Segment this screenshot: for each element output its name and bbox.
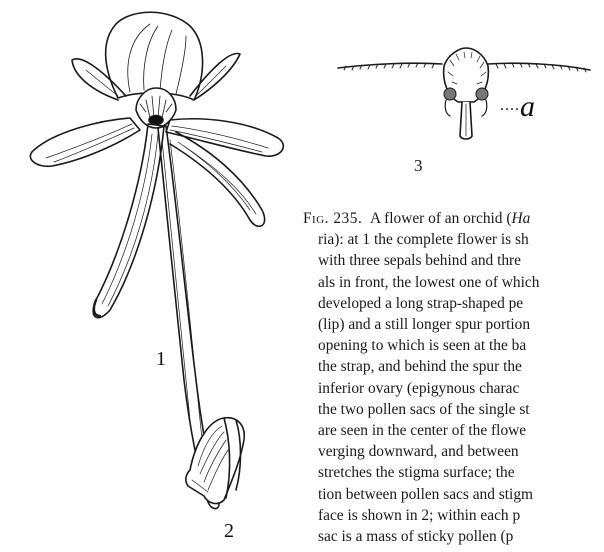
spur-opening (149, 116, 163, 125)
figure-label-2: 2 (224, 520, 234, 543)
caption-line-2: with three sepals behind and thre (303, 250, 604, 271)
caption-line-0: A flower of an orchid ( (370, 210, 511, 227)
caption-line-9: the two pollen sacs of the single st (303, 399, 604, 420)
lip (93, 124, 164, 318)
dorsal-sepal (106, 12, 203, 100)
caption-line-11: verging downward, and between (303, 441, 604, 462)
figure-caption: Fig. 235. A flower of an orchid (Ha ria)… (303, 208, 604, 547)
figure-label-3: 3 (414, 156, 423, 176)
caption-line-7: the strap, and behind the spur the (303, 356, 604, 377)
caption-line-1: ria): at 1 the complete flower is sh (303, 229, 604, 250)
label-a: ....a (500, 90, 535, 124)
caption-line-13: tion between pollen sacs and stigm (303, 484, 604, 505)
moth-head-drawing-3 (338, 48, 590, 139)
right-lateral-sepal (166, 119, 283, 156)
column-detail-drawing-2 (186, 418, 244, 504)
caption-line-0-italic: Ha (511, 210, 530, 227)
caption-line-4: developed a long strap-shaped pe (303, 293, 604, 314)
caption-line-6: opening to which is seen at the ba (303, 335, 604, 356)
upper-left-petal (72, 59, 126, 100)
caption-fig-label: Fig. 235. (303, 210, 362, 227)
caption-line-8: inferior ovary (epigynous charac (303, 378, 604, 399)
caption-line-15: sac is a mass of sticky pollen (p (303, 526, 604, 547)
flower-drawing-1 (30, 12, 283, 508)
caption-line-14: face is shown in 2; within each p (303, 505, 604, 526)
caption-line-10: are seen in the center of the flowe (303, 420, 604, 441)
caption-line-12: stretches the stigma surface; the (303, 462, 604, 483)
right-antenna (488, 63, 590, 70)
caption-line-3: als in front, the lowest one of which (303, 272, 604, 293)
figure-label-1: 1 (156, 348, 166, 371)
caption-line-5: (lip) and a still longer spur portion (303, 314, 604, 335)
left-lateral-sepal (30, 118, 140, 166)
